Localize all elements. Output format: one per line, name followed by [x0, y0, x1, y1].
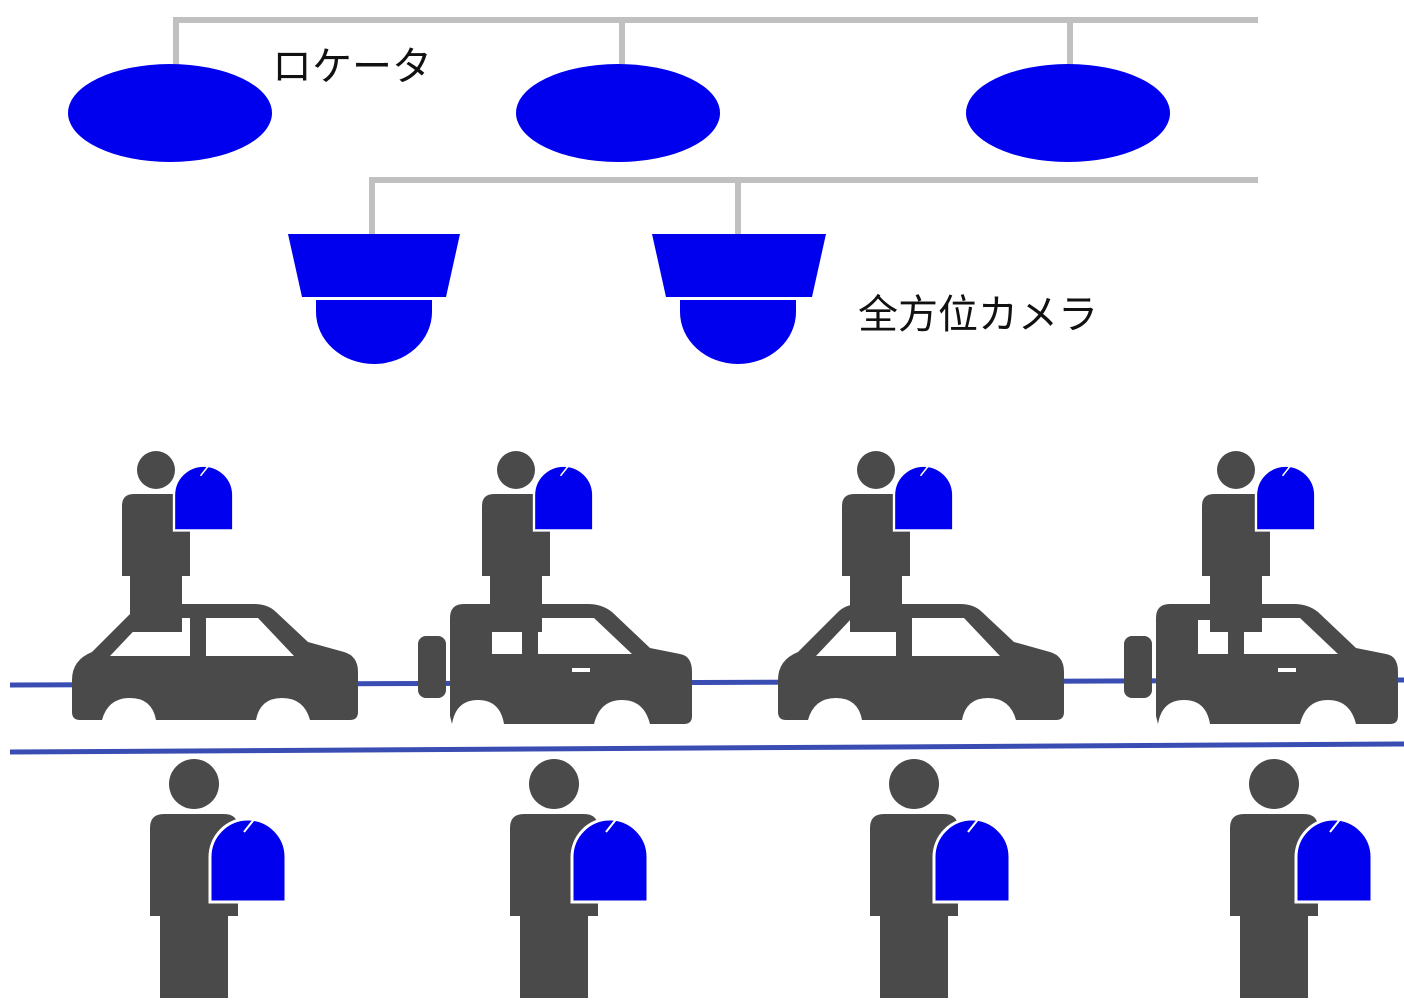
transmitter-tag-icon	[1294, 772, 1378, 904]
dome-camera-icon	[652, 234, 826, 364]
transmitter-tag-icon	[892, 429, 958, 532]
transmitter-tag-icon	[932, 772, 1016, 904]
locator-ellipse-icon	[516, 64, 720, 162]
car-body-icon	[778, 604, 1064, 720]
omni-camera-label: 全方位カメラ	[858, 292, 1098, 338]
walkway-line	[9, 741, 1404, 755]
transmitter-tag-icon	[1254, 429, 1320, 532]
locators	[68, 64, 1170, 162]
locator-cable	[173, 17, 1258, 70]
transmitter-tag-icon	[570, 772, 654, 904]
camera-cable	[369, 177, 1258, 234]
locator-label: ロケータ	[272, 44, 432, 90]
transmitter-tag-icon	[208, 772, 292, 904]
person-icon	[1202, 451, 1270, 632]
car-body-icon	[72, 604, 358, 720]
transmitter-tag-icon	[532, 429, 598, 532]
dome-camera-icon	[288, 234, 460, 364]
locator-ellipse-icon	[68, 64, 272, 162]
transmitter-tag-icon	[172, 429, 238, 532]
car-body-icon	[418, 604, 692, 724]
locator-ellipse-icon	[966, 64, 1170, 162]
